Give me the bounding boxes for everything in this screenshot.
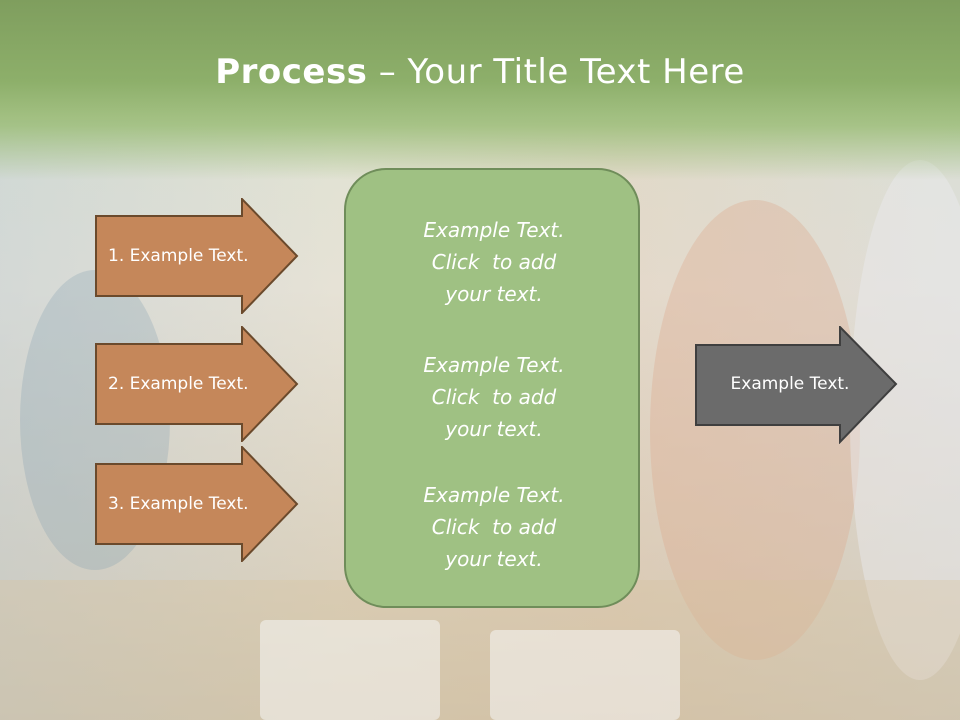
- arrow-shape: [95, 446, 299, 562]
- result-arrow-label: Example Text.: [730, 374, 850, 394]
- title-rest: – Your Title Text Here: [367, 52, 745, 92]
- slide-title[interactable]: Process – Your Title Text Here: [0, 52, 960, 92]
- text-line: your text.: [445, 547, 543, 571]
- text-line: your text.: [445, 282, 543, 306]
- result-arrow[interactable]: Example Text.: [695, 326, 900, 444]
- step-arrow-3[interactable]: 3. Example Text.: [95, 446, 300, 562]
- step-arrow-1[interactable]: 1. Example Text.: [95, 198, 300, 314]
- step-arrow-label: 2. Example Text.: [108, 374, 249, 394]
- text-line: Example Text.: [423, 353, 565, 377]
- center-text-block-3: Example Text. Click to add your text.: [346, 479, 642, 575]
- title-band: [0, 0, 960, 180]
- text-line: Example Text.: [423, 483, 565, 507]
- text-line: Click to add: [431, 515, 557, 539]
- text-line: Click to add: [431, 385, 557, 409]
- text-line: Example Text.: [423, 218, 565, 242]
- arrow-shape: [695, 326, 898, 444]
- step-arrow-label: 1. Example Text.: [108, 246, 249, 266]
- arrow-shape: [95, 326, 299, 442]
- center-text-box[interactable]: Example Text. Click to add your text. Ex…: [344, 168, 640, 608]
- center-text-block-1: Example Text. Click to add your text.: [346, 214, 642, 310]
- text-line: your text.: [445, 417, 543, 441]
- text-line: Click to add: [431, 250, 557, 274]
- title-bold: Process: [215, 52, 368, 92]
- center-text-block-2: Example Text. Click to add your text.: [346, 349, 642, 445]
- arrow-shape: [95, 198, 299, 314]
- step-arrow-label: 3. Example Text.: [108, 494, 249, 514]
- step-arrow-2[interactable]: 2. Example Text.: [95, 326, 300, 442]
